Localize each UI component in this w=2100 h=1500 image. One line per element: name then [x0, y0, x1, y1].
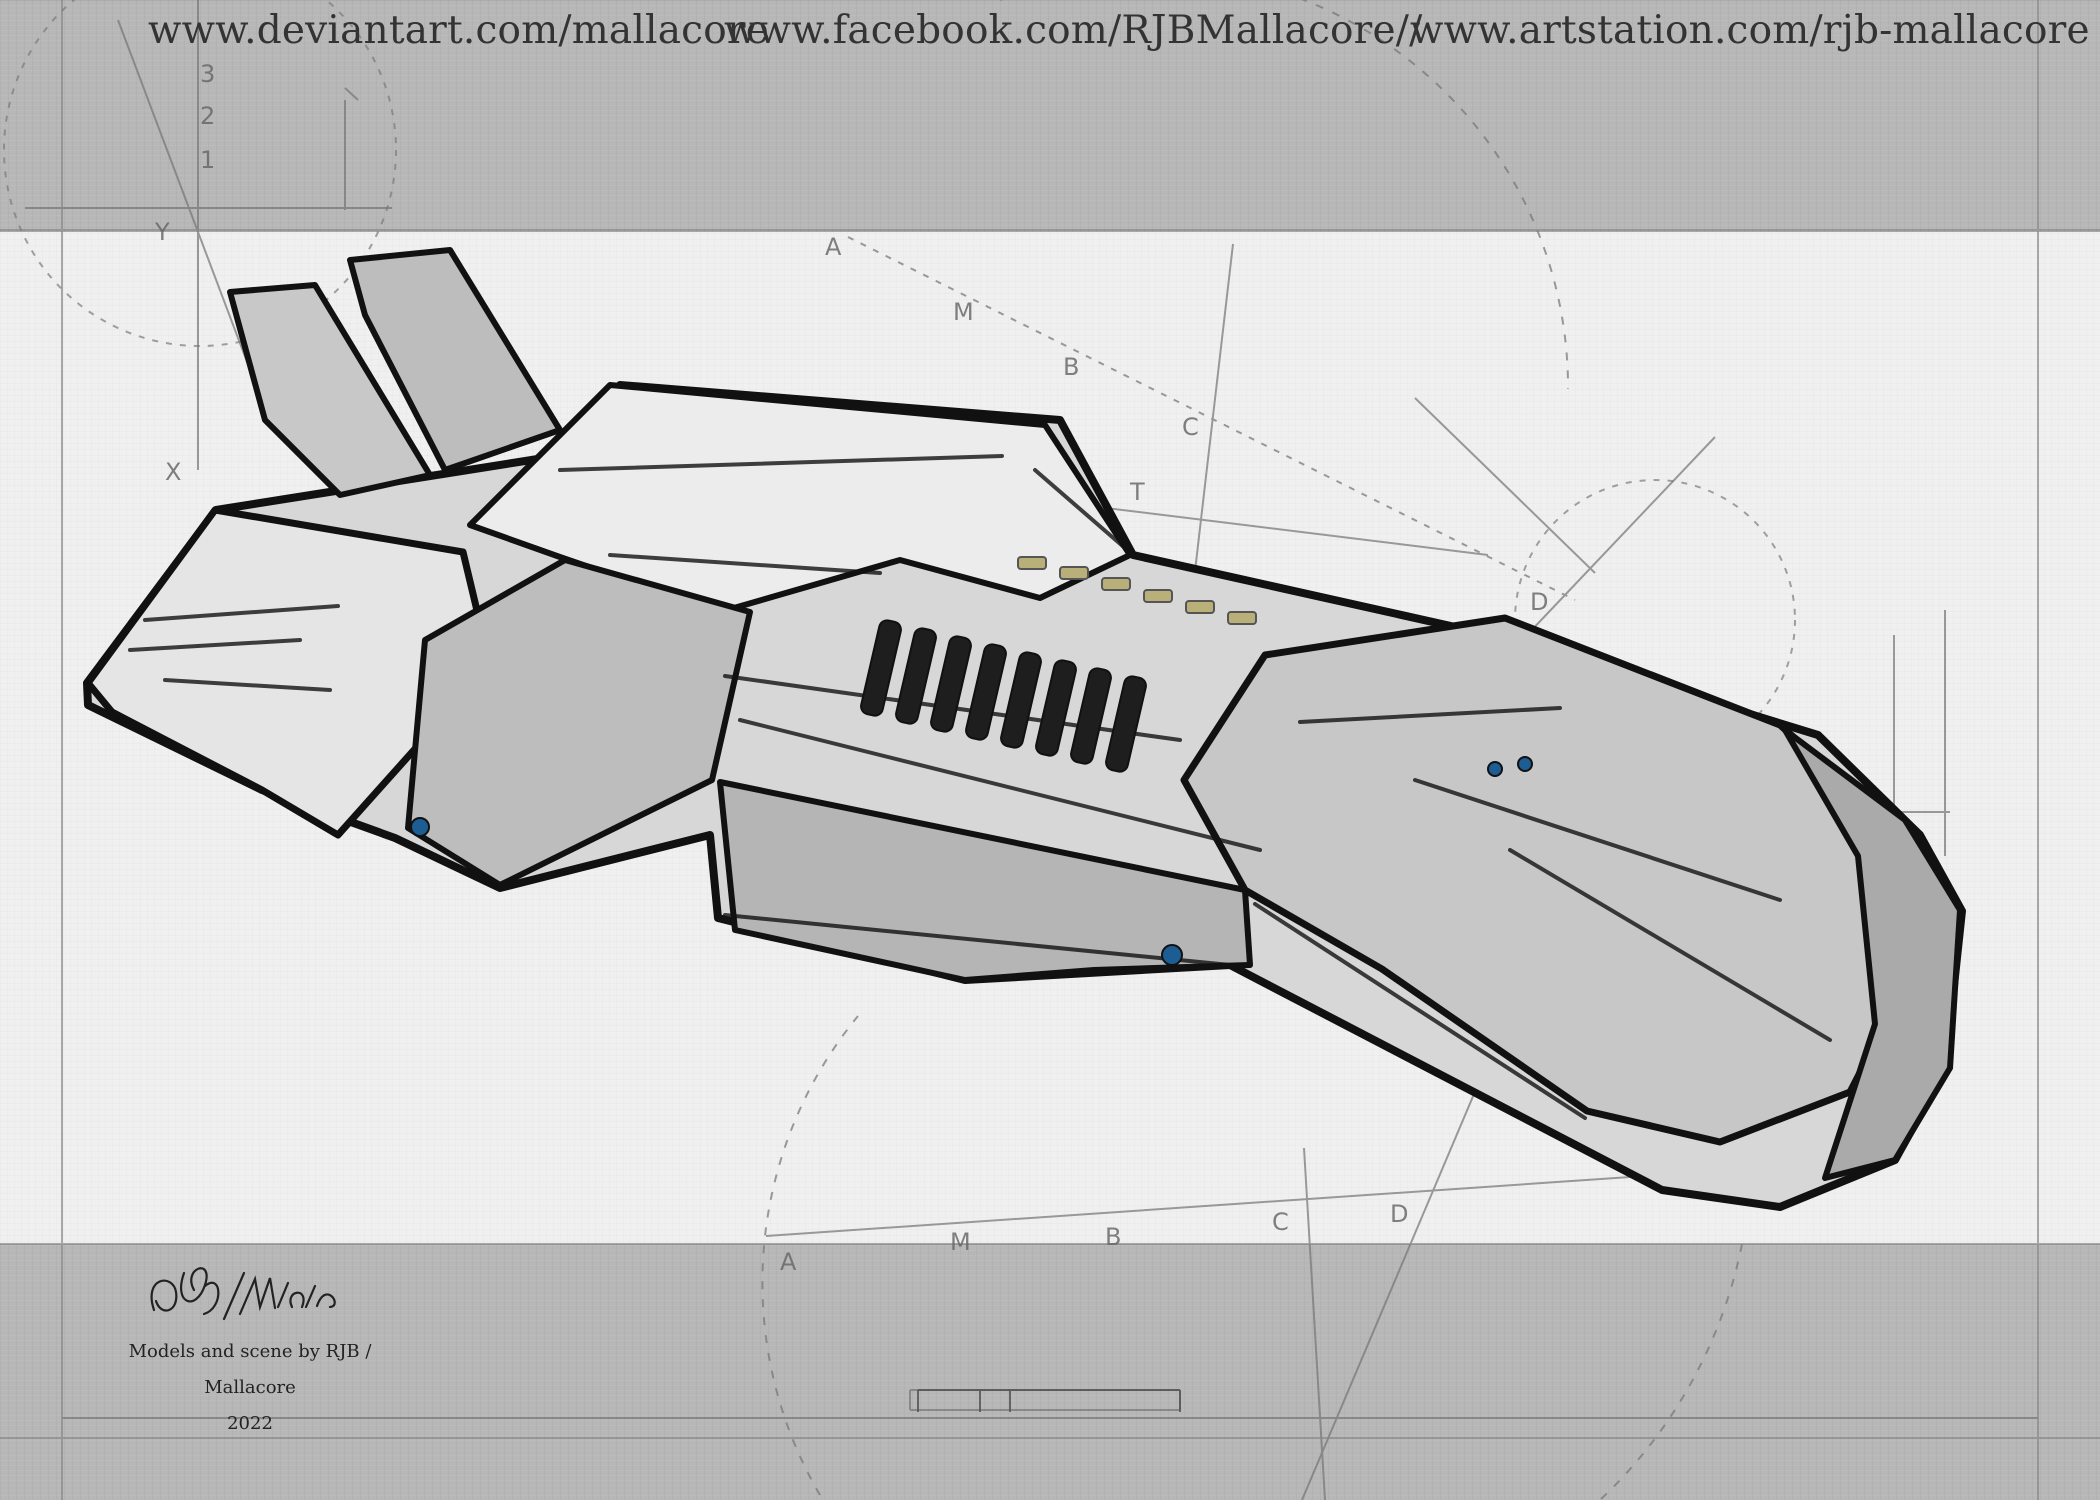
artstation-link[interactable]: www.artstation.com/rjb-mallacore [1410, 8, 2090, 53]
svg-text:C: C [1272, 1208, 1289, 1236]
starship-illustration [83, 247, 1966, 1211]
svg-text:X: X [165, 458, 181, 486]
ship-engine-bay [405, 557, 753, 888]
credit-text: Models and scene by RJB / Mallacore [128, 1341, 372, 1398]
ship-yellow-lights [1017, 556, 1257, 625]
ship-forward-hull [1180, 614, 1924, 1146]
svg-text:T: T [1056, 470, 1072, 498]
svg-text:T: T [1129, 478, 1145, 506]
ship-side-panel [717, 779, 1253, 983]
ship-fin-left [227, 282, 433, 498]
ship-vent-slats [860, 619, 1147, 773]
ship-front-cap [1782, 727, 1963, 1181]
svg-text:A: A [825, 233, 842, 261]
ship-main-hull [83, 381, 1966, 1211]
svg-text:B: B [1063, 353, 1079, 381]
svg-text:D: D [1390, 1200, 1408, 1228]
deviantart-link[interactable]: www.deviantart.com/mallacore [148, 8, 769, 53]
svg-text:C: C [1182, 413, 1199, 441]
ship-top-spine [467, 382, 1133, 615]
measurement-marks: A M B C D T T A M B C D X Y 1 2 3 [154, 60, 1548, 1276]
ship-rear-block [84, 506, 494, 839]
credit-year: 2022 [227, 1413, 273, 1434]
ship-blue-lights [410, 756, 1533, 966]
svg-text:M: M [953, 298, 974, 326]
credit-block: Models and scene by RJB / Mallacore 2022 [90, 1334, 410, 1442]
svg-text:D: D [1530, 588, 1548, 616]
top-social-links: www.deviantart.com/mallacore www.faceboo… [0, 8, 2100, 68]
ship-fin-right [347, 247, 563, 473]
facebook-link[interactable]: www.facebook.com/RJBMallacore// [724, 8, 1423, 53]
ship-armor-lines [128, 454, 1832, 1120]
